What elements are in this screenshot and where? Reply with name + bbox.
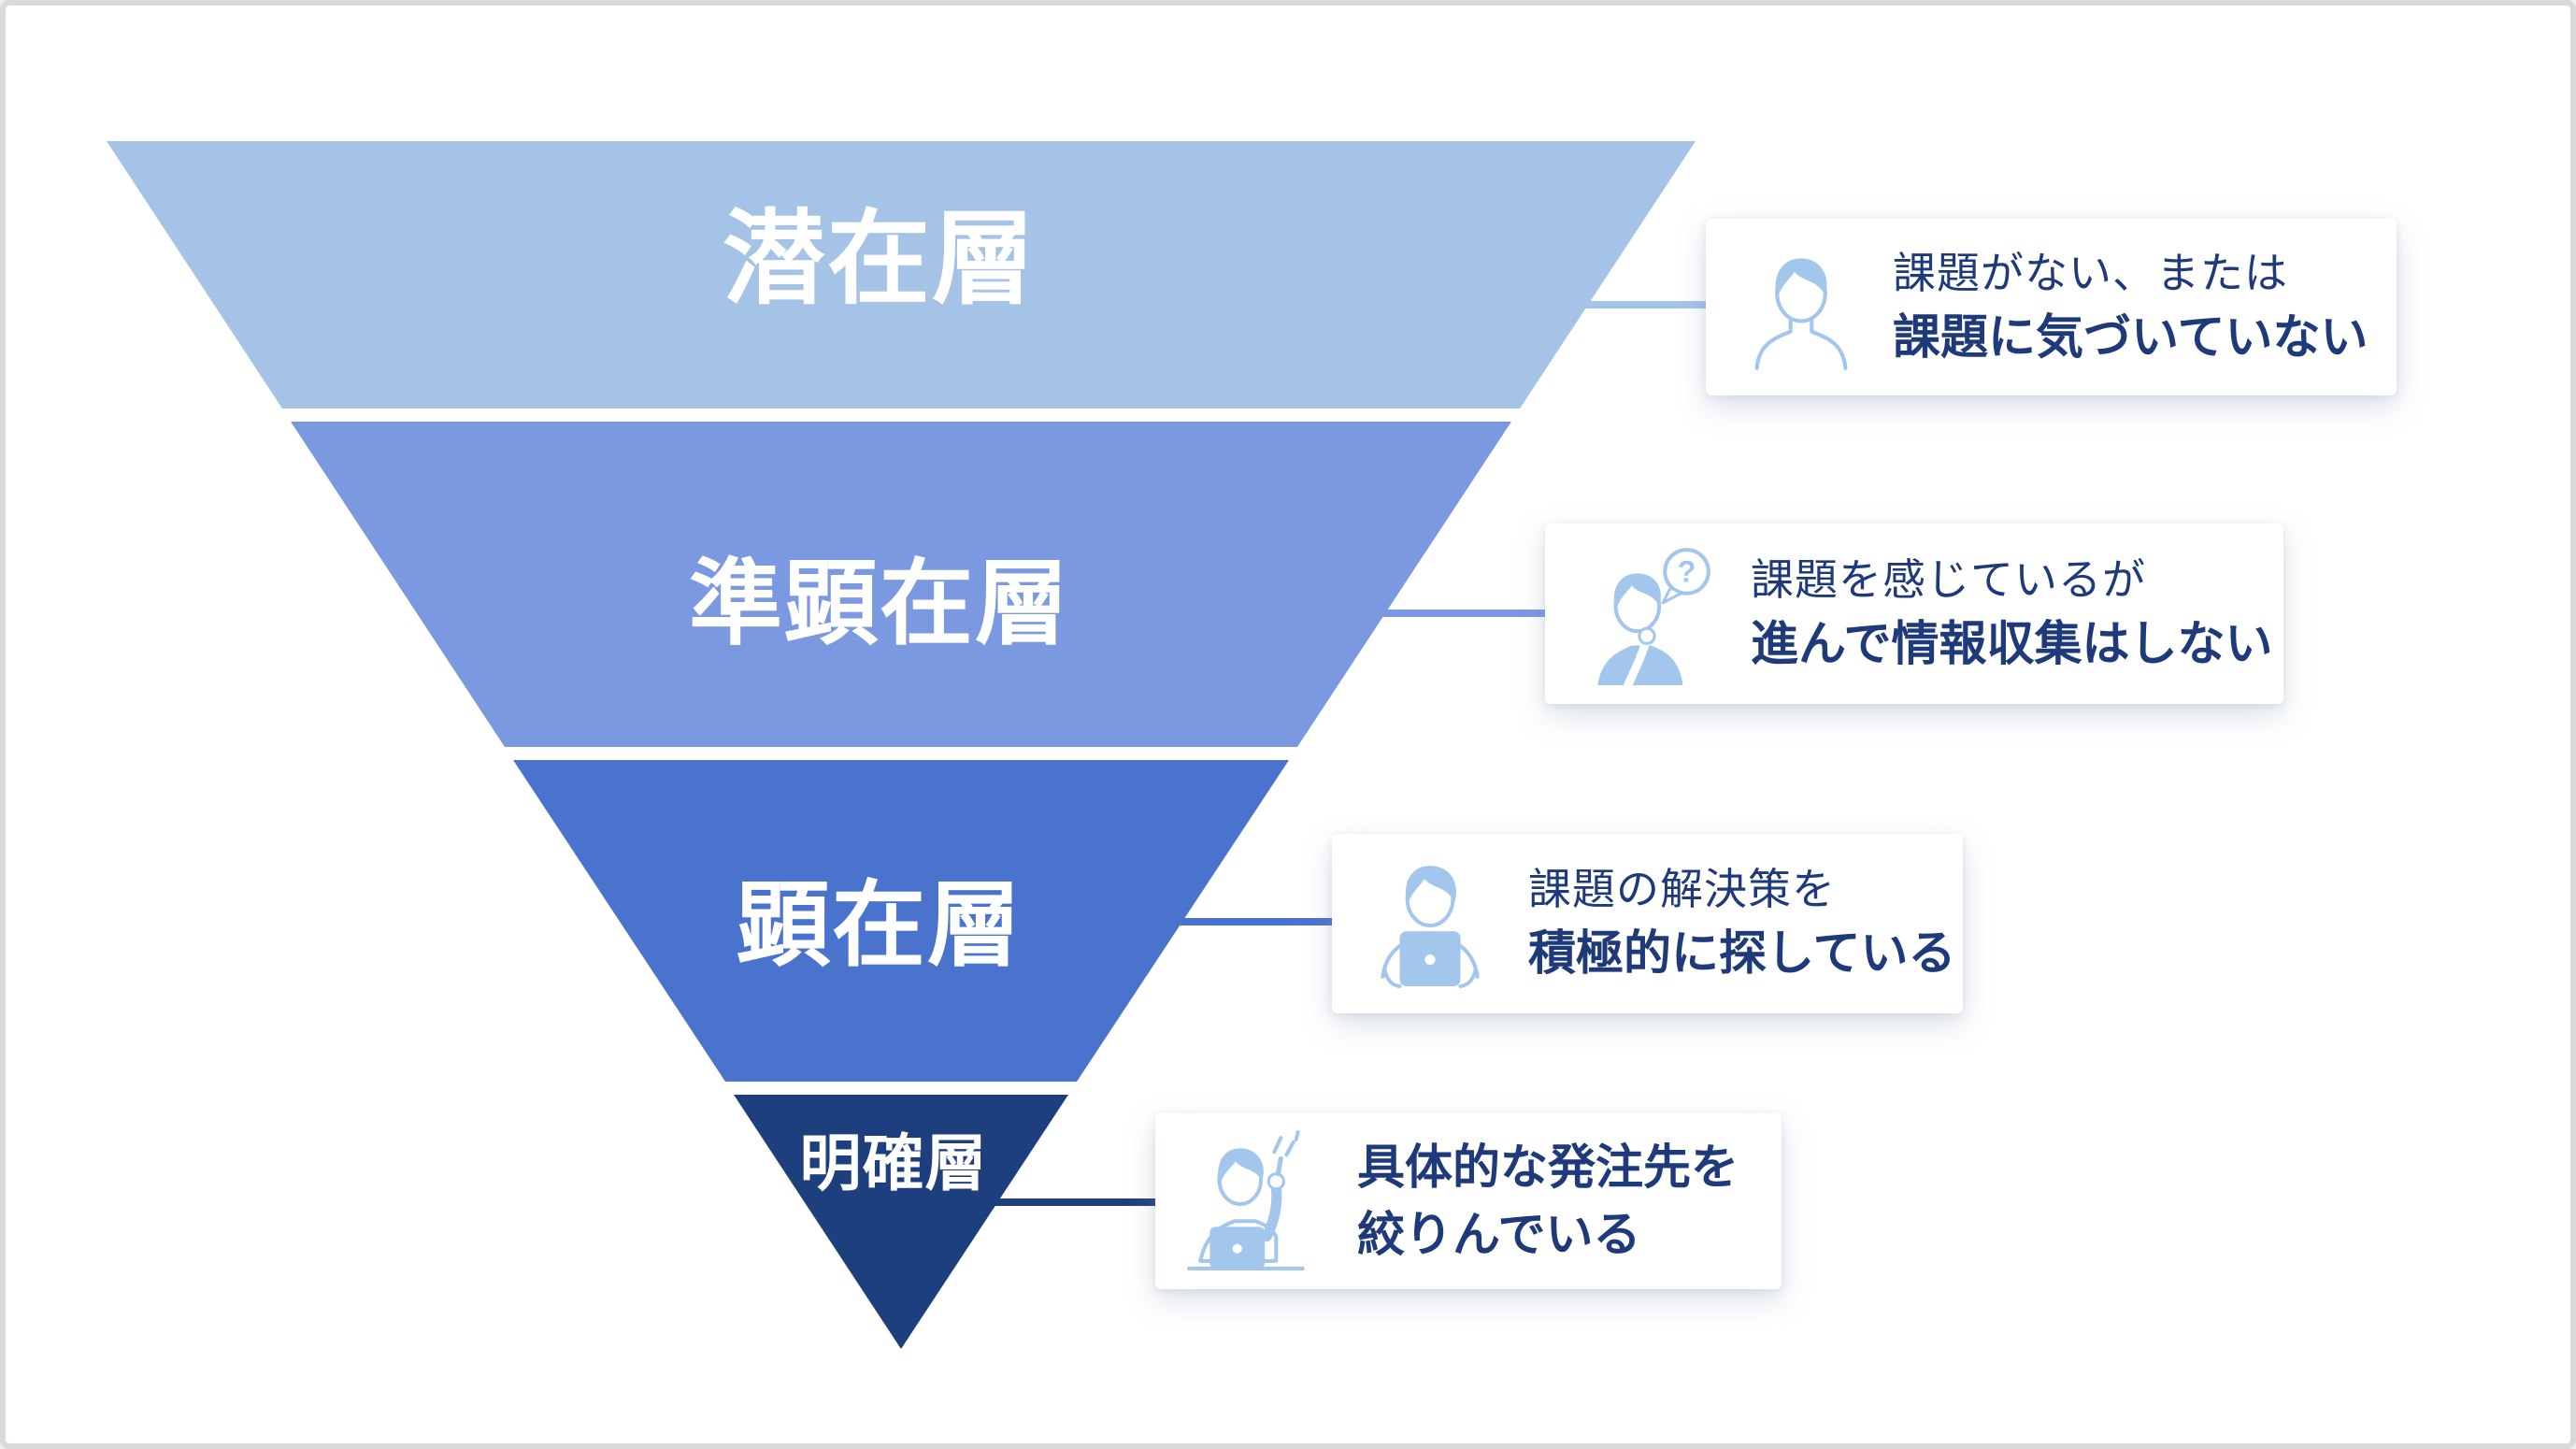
- callout-text-line1: 具体的な発注先を: [1357, 1140, 1739, 1194]
- callout-manifest: 課題の解決策を 積極的に探している: [1332, 834, 1963, 1013]
- connector-line-semi-manifest: [1381, 610, 1546, 617]
- callout-text-line1: 課題を感じているが: [1751, 554, 2146, 604]
- callout-text-line2: 課題に気づいていない: [1893, 309, 2368, 364]
- svg-text:?: ?: [1678, 554, 1696, 588]
- funnel-label-latent: 潜在層: [723, 202, 1037, 317]
- callout-text-line2: 積極的に探している: [1528, 926, 1956, 981]
- funnel-label-definite: 明確層: [799, 1128, 988, 1198]
- funnel-layer-manifest: [513, 760, 1289, 1082]
- callout-text-line2: 絞りんでいる: [1357, 1208, 1641, 1261]
- person-thinking-icon: ?: [1577, 543, 1719, 685]
- callout-text-line1: 課題の解決策を: [1528, 865, 1836, 914]
- person-bust-icon: [1741, 245, 1861, 370]
- callout-definite: 具体的な発注先を 絞りんでいる: [1155, 1113, 1782, 1289]
- callout-text-line1: 課題がない、または: [1893, 248, 2288, 297]
- funnel-layer-latent: [107, 141, 1696, 409]
- funnel-label-semi-manifest: 準顕在層: [689, 552, 1070, 656]
- callout-text-line2: 進んで情報収集はしない: [1751, 616, 2273, 670]
- connector-line-definite: [995, 1198, 1156, 1206]
- callout-semi-manifest: ? 課題を感じているが 進んで情報収集はしない: [1545, 524, 2283, 704]
- person-pointing-laptop-icon: [1183, 1130, 1325, 1272]
- funnel-layer-semi-manifest: [291, 422, 1511, 747]
- person-laptop-icon: [1364, 857, 1496, 990]
- connector-line-manifest: [1179, 918, 1333, 925]
- funnel-diagram: [107, 141, 1707, 1349]
- funnel-layer-definite: [734, 1095, 1068, 1349]
- callout-latent: 課題がない、または 課題に気づいていない: [1706, 219, 2397, 395]
- funnel-label-manifest: 顕在層: [737, 873, 1023, 978]
- connector-line-latent: [1585, 301, 1707, 308]
